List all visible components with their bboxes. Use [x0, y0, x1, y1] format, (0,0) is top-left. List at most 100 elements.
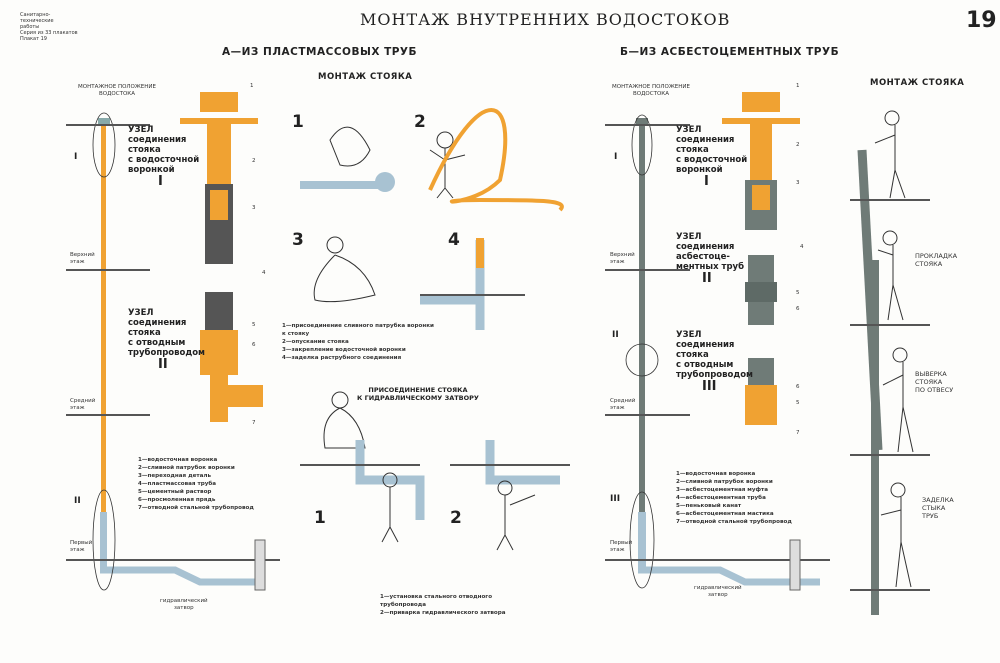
label: стояка [676, 350, 709, 360]
label: с отводным [676, 360, 734, 370]
label: асбестоце- [676, 252, 730, 262]
page-number: 19 [966, 8, 997, 33]
series-line: Серия из 33 плакатов [20, 30, 78, 36]
callout: 2 [796, 142, 800, 148]
label: УЗЕЛ [128, 125, 154, 135]
label: стояка [676, 145, 709, 155]
callout: 6 [796, 384, 800, 390]
callout: 4 [262, 270, 266, 276]
plastic-pipe [101, 124, 106, 512]
label: воронкой [128, 165, 175, 175]
label: ЗАДЕЛКА [922, 496, 954, 504]
riser-b-title: МОНТАЖ СТОЯКА [870, 78, 965, 88]
label: этаж [70, 259, 85, 265]
legend-item: 7—отводной стальной трубопровод [138, 505, 254, 511]
legend-item: 2—приварка гидравлического затвора [380, 610, 506, 616]
label: МОНТАЖНОЕ ПОЛОЖЕНИЕ [78, 84, 156, 90]
legend-item: 1—водосточная воронка [138, 457, 218, 463]
label: трубопроводом [676, 370, 753, 380]
trap-step-2: 2 [450, 508, 462, 528]
numeral: I [704, 174, 709, 189]
label: этаж [610, 259, 625, 265]
label: Первый [70, 540, 93, 546]
label: ментных труб [676, 262, 744, 272]
series-info: Санитарно- технические работы Серия из 3… [20, 12, 78, 42]
numeral: II [158, 357, 168, 372]
legend-item: 1—установка стального отводного [380, 594, 493, 600]
label: с отводным [128, 338, 186, 348]
riser-b-workers [850, 110, 930, 615]
label: затвор [173, 605, 194, 611]
callout: 3 [252, 205, 256, 211]
label: УЗЕЛ [676, 330, 702, 340]
label: СТОЯКА [915, 378, 943, 386]
legend-item: 1—присоединение сливного патрубка воронк… [282, 323, 434, 329]
trap-sketches [300, 391, 570, 551]
legend-item: 2—сливной патрубок воронки [676, 479, 773, 485]
step-2: 2 [414, 112, 426, 132]
trap-legend: 1—установка стального отводного трубопров… [380, 593, 506, 617]
node-2-detail-a [200, 292, 263, 422]
callout: 6 [252, 342, 256, 348]
legend-item: 6—просмоленная прядь [138, 497, 216, 503]
label: воронкой [676, 165, 723, 175]
label: соединения [676, 242, 735, 252]
step-3: 3 [292, 230, 304, 250]
callout: 6 [796, 306, 800, 312]
callout: 1 [250, 83, 254, 89]
riser-a [66, 112, 280, 591]
label: затвор [707, 592, 728, 598]
label: МОНТАЖНОЕ ПОЛОЖЕНИЕ [612, 84, 690, 90]
section-a-title: А—ИЗ ПЛАСТМАССОВЫХ ТРУБ [222, 46, 418, 58]
label: К ГИДРАВЛИЧЕСКОМУ ЗАТВОРУ [357, 394, 479, 402]
riser-node-2-mark: II [74, 496, 81, 506]
riser-node-1-mark-b: I [614, 152, 618, 162]
label: УЗЕЛ [676, 125, 702, 135]
label: гидравлический [694, 585, 742, 591]
callout: 7 [796, 430, 800, 436]
label: гидравлический [160, 598, 208, 604]
legend-item: 3—закрепление водосточной воронки [282, 347, 406, 353]
numeral: III [702, 379, 717, 394]
series-line: работы [20, 24, 40, 30]
label: УЗЕЛ [676, 232, 702, 242]
node-details-b [722, 92, 800, 425]
trap-step-1: 1 [314, 508, 326, 528]
callout: 5 [796, 400, 800, 406]
assembly-title: МОНТАЖ СТОЯКА [318, 72, 413, 82]
callout: 7 [252, 420, 256, 426]
label: ТРУБ [922, 512, 939, 520]
label: с водосточной [128, 155, 200, 165]
legend-item: трубопровода [380, 602, 427, 608]
legend-item: 7—отводной стальной трубопровод [676, 519, 792, 525]
label: ВЫВЕРКА [915, 370, 947, 378]
legend-b: 1—водосточная воронка 2—сливной патрубок … [676, 470, 792, 526]
label: стояка [128, 328, 161, 338]
label: Верхний [610, 252, 635, 258]
assembly-legend: 1—присоединение сливного патрубка воронк… [282, 322, 434, 362]
riser-node-3-mark-b: III [610, 494, 621, 504]
legend-item: 3—переходная деталь [138, 473, 212, 479]
riser-node-2-mark-b: II [612, 330, 619, 340]
legend-item: 1—водосточная воронка [676, 471, 756, 477]
label: этаж [610, 405, 625, 411]
section-b-title: Б—ИЗ АСБЕСТОЦЕМЕНТНЫХ ТРУБ [620, 46, 840, 58]
label: этаж [70, 547, 85, 553]
legend-item: 5—цементный раствор [138, 489, 212, 495]
label: ВОДОСТОКА [99, 91, 135, 97]
label: Средний [610, 398, 636, 404]
